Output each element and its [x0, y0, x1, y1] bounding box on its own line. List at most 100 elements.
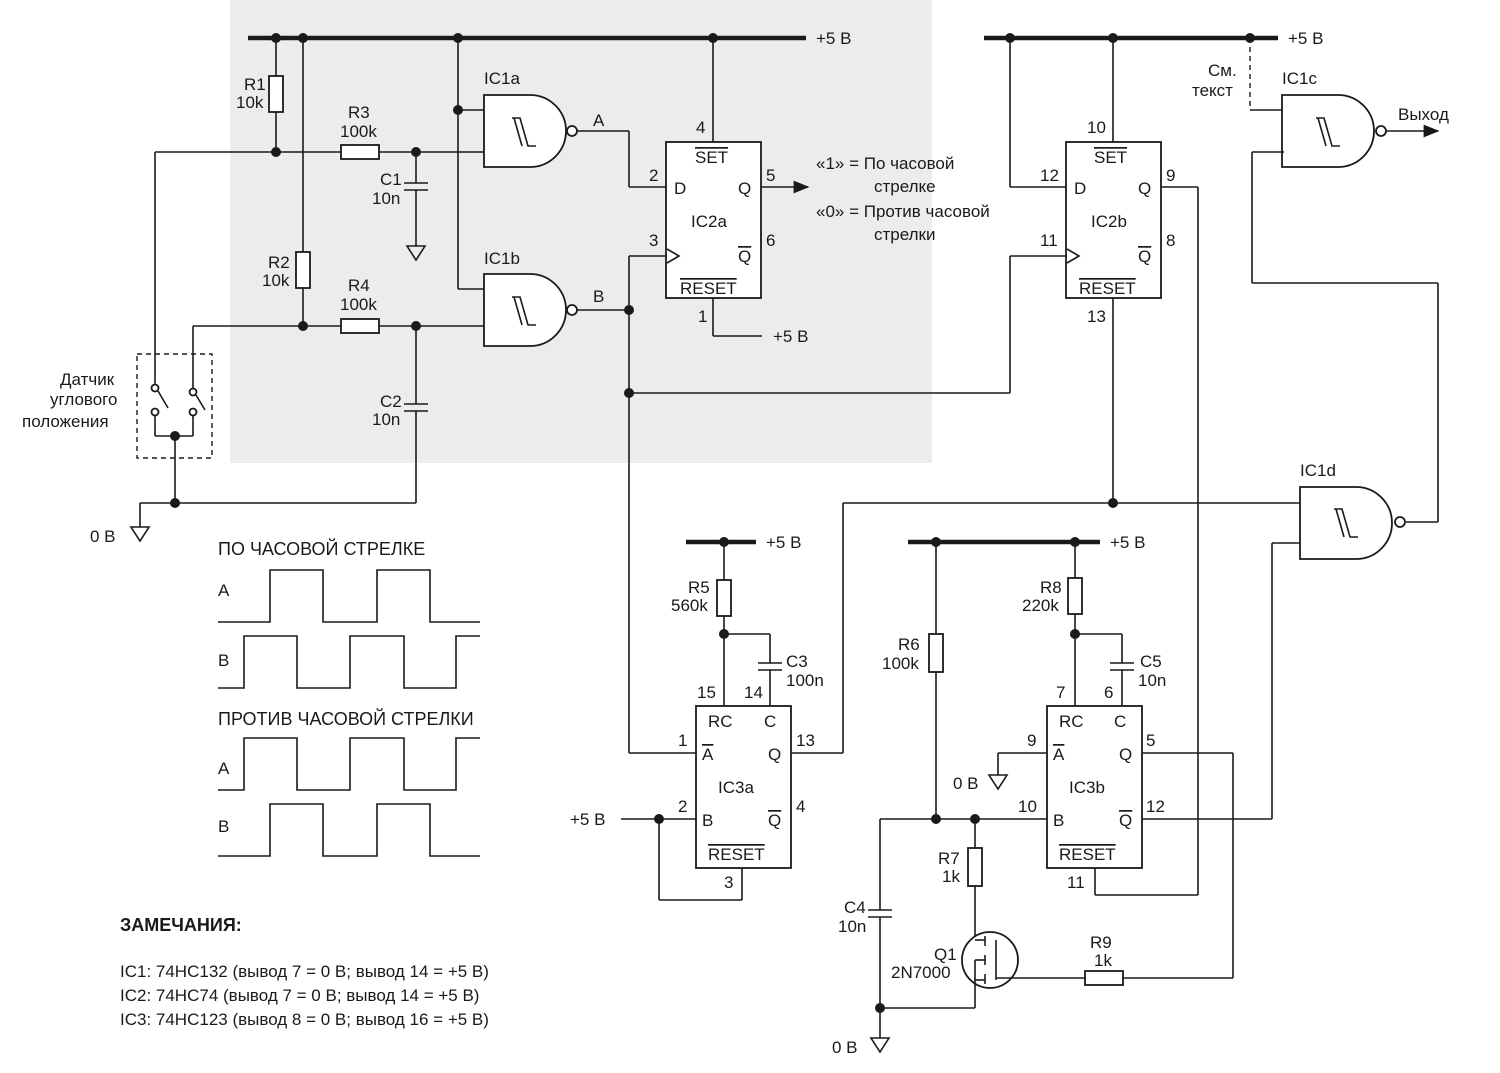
pin-num: 10: [1087, 118, 1106, 137]
waveform-ccw-b: [218, 803, 480, 857]
pin-qbar: Q: [1119, 811, 1132, 830]
see-text-label-1: См.: [1208, 61, 1237, 80]
sensor-label-1: Датчик: [60, 370, 115, 389]
label-c4: C4: [844, 898, 866, 917]
label-r4-value: 100k: [340, 295, 377, 314]
pin-num: 3: [649, 231, 658, 250]
label-r7-value: 1k: [942, 867, 960, 886]
pin-num: 10: [1018, 797, 1037, 816]
note-line-1: IC1: 74HC132 (вывод 7 = 0 В; вывод 14 = …: [120, 962, 489, 981]
pin-b: B: [1053, 811, 1064, 830]
resistor-r2: [295, 251, 311, 289]
pin-num: 9: [1166, 166, 1175, 185]
pin-num: 5: [766, 166, 775, 185]
waveform-label-b: B: [218, 817, 229, 836]
pin-num: 13: [796, 731, 815, 750]
pin-set: SET: [1094, 148, 1127, 167]
label-r3: R3: [348, 103, 370, 122]
pin-qbar: Q: [1138, 247, 1151, 266]
pin-q: Q: [1138, 179, 1151, 198]
pin-num: 5: [1146, 731, 1155, 750]
notes-title: ЗАМЕЧАНИЯ:: [120, 915, 242, 935]
ground-symbol: [987, 774, 1009, 791]
label-c3: C3: [786, 652, 808, 671]
pin-q: Q: [1119, 745, 1132, 764]
gnd-label: 0 В: [832, 1038, 858, 1057]
pin-num: 12: [1146, 797, 1165, 816]
sensor-label-3: положения: [22, 412, 109, 431]
pin-b: B: [702, 811, 713, 830]
vcc-label: +5 В: [816, 29, 851, 48]
pin-set: SET: [695, 148, 728, 167]
highlight-region: [230, 0, 932, 463]
ground-symbol: [869, 1037, 891, 1054]
resistor-r6: [928, 633, 944, 673]
resistor-r4: [340, 318, 380, 334]
pin-qbar: Q: [768, 811, 781, 830]
chip-ic3b: [1046, 705, 1143, 869]
label-c2-value: 10n: [372, 410, 400, 429]
sensor-label-2: углового: [50, 390, 117, 409]
label-c5: C5: [1140, 652, 1162, 671]
pin-a: A: [702, 745, 714, 764]
pin-num: 12: [1040, 166, 1059, 185]
note-line-3: IC3: 74HC123 (вывод 8 = 0 В; вывод 16 = …: [120, 1010, 489, 1029]
label-ic1c: IC1c: [1282, 69, 1317, 88]
label-ic2b: IC2b: [1091, 212, 1127, 231]
label-c5-value: 10n: [1138, 671, 1166, 690]
label-r9: R9: [1090, 933, 1112, 952]
pin-reset: RESET: [1059, 845, 1116, 864]
label-q1: Q1: [934, 945, 957, 964]
direction-one-line2: стрелке: [874, 177, 936, 196]
label-r9-value: 1k: [1094, 951, 1112, 970]
label-r1-value: 10k: [236, 93, 264, 112]
pin-reset: RESET: [680, 279, 737, 298]
ground-symbol: [129, 526, 151, 543]
pin-d: D: [674, 179, 686, 198]
label-r4: R4: [348, 276, 370, 295]
vcc-label: +5 В: [1110, 533, 1145, 552]
pin-num: 2: [649, 166, 658, 185]
label-q1-value: 2N7000: [891, 963, 951, 982]
pin-q: Q: [768, 745, 781, 764]
pin-rc: RC: [1059, 712, 1084, 731]
waveform-ccw-a: [218, 737, 480, 791]
waveform-label-b: B: [218, 651, 229, 670]
pin-num: 1: [698, 307, 707, 326]
label-c4-value: 10n: [838, 917, 866, 936]
direction-zero-line2: стрелки: [874, 225, 935, 244]
waveform-label-a: A: [218, 759, 230, 778]
waveform-cw-title: ПО ЧАСОВОЙ СТРЕЛКЕ: [218, 538, 425, 559]
resistor-r9: [1084, 970, 1124, 986]
chip-ic2b: [1065, 141, 1162, 299]
vcc-label: +5 В: [1288, 29, 1323, 48]
pin-c: C: [764, 712, 776, 731]
gate-ic1b: [483, 273, 567, 347]
label-c3-value: 100n: [786, 671, 824, 690]
direction-zero-line1: «0» = Против часовой: [816, 202, 990, 221]
vcc-label: +5 В: [570, 810, 605, 829]
pin-q: Q: [738, 179, 751, 198]
vcc-label: +5 В: [773, 327, 808, 346]
pin-num: 11: [1040, 231, 1058, 250]
waveform-label-a: A: [218, 581, 230, 600]
label-ic3a: IC3a: [718, 778, 754, 797]
direction-one-line1: «1» = По часовой: [816, 154, 954, 173]
label-c1: C1: [380, 170, 402, 189]
label-ic1d: IC1d: [1300, 461, 1336, 480]
label-ic2a: IC2a: [691, 212, 727, 231]
waveform-cw-b: [218, 635, 480, 689]
pin-num: 3: [724, 873, 733, 892]
pin-num: 6: [766, 231, 775, 250]
waveform-ccw-title: ПРОТИВ ЧАСОВОЙ СТРЕЛКИ: [218, 708, 474, 729]
pin-qbar: Q: [738, 247, 751, 266]
pin-num: 4: [796, 797, 805, 816]
pin-num: 13: [1087, 307, 1106, 326]
pin-num: 9: [1027, 731, 1036, 750]
pin-num: 6: [1104, 683, 1113, 702]
label-ic3b: IC3b: [1069, 778, 1105, 797]
label-ic1a: IC1a: [484, 69, 520, 88]
resistor-r5: [716, 579, 732, 617]
